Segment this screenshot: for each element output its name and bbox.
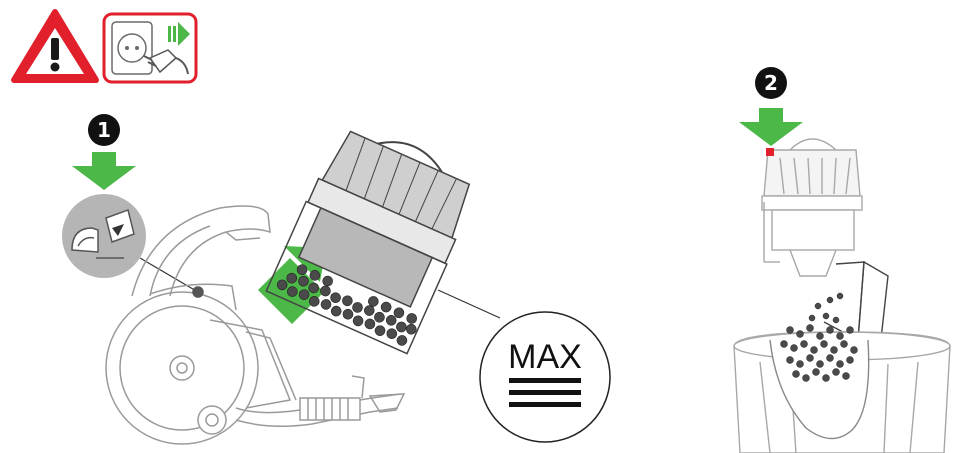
max-leader-line <box>438 290 500 318</box>
step-2-number: 2 <box>764 71 778 95</box>
step-1-badge: 1 <box>88 114 120 146</box>
warning-triangle-icon <box>14 12 96 80</box>
max-fill-callout: MAX <box>480 312 610 442</box>
down-arrow-icon <box>72 152 136 190</box>
leader-line <box>140 258 198 292</box>
max-label: MAX <box>508 338 582 376</box>
dust-bin-illustration <box>266 116 485 354</box>
unplug-power-icon <box>104 14 196 82</box>
step-1-number: 1 <box>97 118 111 142</box>
step-2-badge: 2 <box>755 67 787 99</box>
down-arrow-icon <box>739 108 803 146</box>
bin-release-button-icon <box>62 194 146 278</box>
